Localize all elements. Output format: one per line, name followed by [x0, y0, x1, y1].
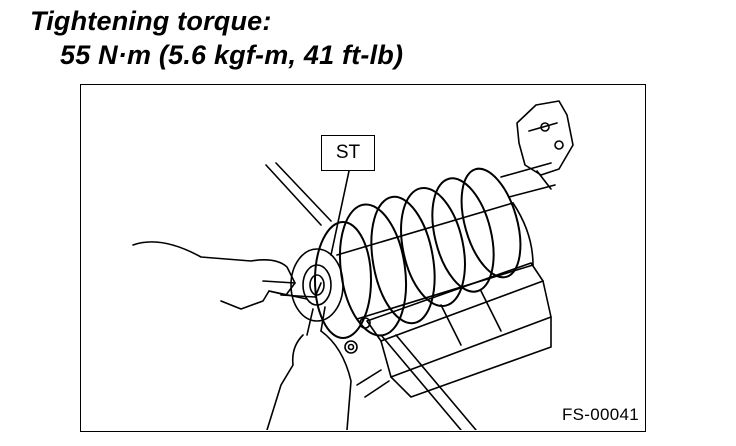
st-leader-line — [330, 170, 350, 256]
illustration-frame: ST FS-00041 — [80, 84, 646, 432]
bench-rails — [265, 162, 477, 430]
figure-id: FS-00041 — [561, 405, 639, 424]
torque-value: 55 N·m (5.6 kgf-m, 41 ft-lb) — [60, 40, 404, 70]
spring-seat-nut — [290, 248, 344, 322]
st-callout: ST — [321, 135, 375, 171]
strut-illustration — [132, 100, 574, 430]
heading-title: Tightening torque: — [30, 6, 272, 36]
st-callout-label: ST — [335, 142, 361, 163]
strut-body — [336, 202, 534, 320]
bench-vise — [344, 262, 552, 398]
strut-shaft — [500, 162, 556, 198]
coil-spring — [314, 167, 522, 339]
hands-wrench — [132, 241, 352, 430]
torque-heading: Tightening torque: 55 N·m (5.6 kgf-m, 41… — [30, 4, 403, 72]
top-mount-bracket — [516, 100, 574, 190]
